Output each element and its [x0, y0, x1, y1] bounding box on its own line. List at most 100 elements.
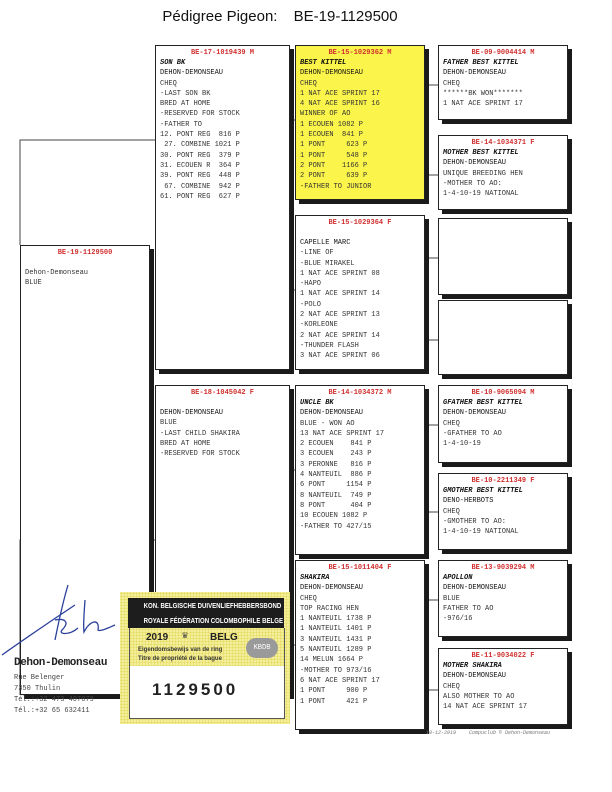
pigeon-info-line: DEHON-DEMONSEAU [443, 69, 507, 78]
signature [1, 584, 116, 656]
spacer [160, 398, 285, 408]
pigeon-info-line: BLUE [25, 279, 42, 288]
pigeon-info-line: -FATHER TO [160, 120, 203, 129]
pigeon-info-line: CHEQ [160, 79, 177, 88]
pigeon-info-line: DEHON-DEMONSEAU [443, 584, 507, 593]
pigeon-info-line: 10 ECOUEN 1082 P [300, 512, 368, 521]
stamp-text-fr: Titre de propriété de la bague [138, 656, 222, 662]
pigeon-info-line: -BLUE MIRAKEL [300, 259, 355, 268]
pigeon-info-line: 1 ECOUEN 1082 P [300, 120, 364, 129]
pigeon-info-line: 2 NAT ACE SPRINT 14 [300, 331, 380, 340]
pigeon-info-line: -POLO [300, 300, 322, 309]
pigeon-info-line: CHEQ [443, 79, 460, 88]
pigeon-info-line: 1 PONT 548 P [300, 151, 368, 160]
ring-number: BE-18-1045042 F [190, 389, 254, 397]
pigeon-info-line: 3 ECOUEN 243 P [300, 450, 372, 459]
spacer [300, 228, 420, 238]
pigeon-info-line: DENO-HERBOTS [443, 497, 494, 506]
pigeon-info-line: -MOTHER TO 973/16 [300, 666, 372, 675]
pigeon-info-line: 2 ECOUEN 841 P [300, 440, 372, 449]
pigeon-info-line: 14 MELUN 1664 P [300, 656, 364, 665]
pigeon-info-line: -FATHER TO 427/15 [300, 522, 372, 531]
title-ring: BE-19-1129500 [293, 8, 398, 25]
pigeon-info-line: 6 PONT 1154 P [300, 481, 372, 490]
ring-number: BE-15-1029362 M [328, 49, 392, 57]
pigeon-info-line: 3 NANTEUIL 1431 P [300, 635, 372, 644]
stamp-line-2: ROYALE FÉDÉRATION COLOMBOPHILE BELGE [143, 616, 283, 625]
pigeon-info-line: 1-4-10-19 NATIONAL [443, 190, 519, 199]
pigeon-info-line: CHEQ [443, 419, 460, 428]
pigeon-info-line: ******BK WON******* [443, 89, 523, 98]
footer: 19-12-2019 Compuclub © Dehon-Demonseau [426, 730, 560, 736]
breeder-name: Dehon-Demonseau [14, 657, 108, 669]
pigeon-info-line: 31. ECOUEN R 364 P [160, 161, 240, 170]
title-label: Pédigree Pigeon: [162, 8, 278, 25]
pigeon-info-line: BLUE [443, 594, 460, 603]
breeder-address: Dehon-Demonseau Rue Belenger 7350 Thulin… [14, 658, 107, 717]
pigeon-info-line: 2 PONT 639 P [300, 172, 368, 181]
stamp-body: 2019 ♛ BELG Eigendomsbewijs van de ring … [129, 628, 285, 719]
pigeon-name: MOTHER SHAKIRA [443, 662, 502, 670]
pigeon-info-line: 8 NANTEUIL 749 P [300, 491, 372, 500]
pigeon-info-line: -FATHER TO JUNIOR [300, 182, 372, 191]
pigeon-info-line: -GMOTHER TO AO: [443, 517, 507, 526]
pedigree-box-empty [438, 218, 568, 295]
ring-number: BE-15-1011404 F [328, 564, 392, 572]
ring-number: BE-17-1019439 M [190, 49, 254, 57]
pigeon-info-line: -KORLEONE [300, 321, 338, 330]
pigeon-info-line: BLUE [160, 419, 177, 428]
pigeon-info-line: -THUNDER FLASH [300, 341, 359, 350]
pigeon-info-line: 30. PONT REG 379 P [160, 151, 240, 160]
pigeon-name: SHAKIRA [300, 574, 330, 582]
breeder-phone-2: Tél.:+32 65 632411 [14, 707, 90, 715]
page-title: Pédigree Pigeon: BE-19-1129500 [0, 8, 560, 25]
pigeon-info-line: 1 NAT ACE SPRINT 17 [300, 89, 380, 98]
stamp-ring-area: 1129500 [130, 666, 284, 718]
pigeon-info-line: 3 PERONNE 816 P [300, 460, 372, 469]
pigeon-info-line: 4 NANTEUIL 886 P [300, 471, 372, 480]
pigeon-name: GFATHER BEST KITTEL [443, 399, 523, 407]
pigeon-info-line: DEHON-DEMONSEAU [300, 584, 364, 593]
pigeon-info-line: -LINE OF [300, 249, 334, 258]
pigeon-info-line: 2 PONT 1166 P [300, 161, 368, 170]
pigeon-info-line: 1-4-10-19 NATIONAL [443, 528, 519, 537]
pedigree-box-empty [438, 300, 568, 375]
crown-icon: ♛ [182, 631, 189, 642]
pigeon-info-line: DEHON-DEMONSEAU [300, 69, 364, 78]
ring-number: BE-14-1034371 F [471, 139, 535, 147]
pigeon-info-line: 14 NAT ACE SPRINT 17 [443, 703, 528, 712]
pigeon-info-line: 6 NAT ACE SPRINT 17 [300, 676, 380, 685]
pigeon-info-line: 1 NAT ACE SPRINT 17 [443, 100, 523, 109]
pigeon-info-line: BRED AT HOME [160, 100, 211, 109]
pigeon-info-line: CHEQ [300, 79, 317, 88]
pigeon-info-line: CHEQ [300, 594, 317, 603]
pigeon-info-line: DEHON-DEMONSEAU [443, 672, 507, 681]
pigeon-info-line: 67. COMBINE 942 P [160, 182, 240, 191]
pigeon-name: MOTHER BEST KITTEL [443, 149, 519, 157]
ring-number: BE-11-9034022 F [471, 652, 535, 660]
pigeon-info-line: 1 PONT 900 P [300, 687, 368, 696]
pigeon-info-line: -976/16 [443, 615, 473, 624]
pigeon-info-line: DEHON-DEMONSEAU [160, 409, 224, 417]
pigeon-info-line: 4 NAT ACE SPRINT 16 [300, 100, 380, 109]
stamp-line-1: KON. BELGISCHE DUIVENLIEFHEBBERSBOND [143, 601, 282, 610]
pigeon-info-line: 1 PONT 623 P [300, 141, 368, 150]
pigeon-info-line: -HAPO [300, 280, 322, 289]
ring-number: BE-19-1129500 [57, 249, 113, 257]
stamp-header: KON. BELGISCHE DUIVENLIEFHEBBERSBOND ROY… [128, 598, 284, 628]
pigeon-info-line: 5 NANTEUIL 1289 P [300, 646, 372, 655]
pigeon-info-line: -RESERVED FOR STOCK [160, 450, 240, 459]
ring-number: BE-10-2211349 F [471, 477, 535, 485]
pigeon-info-line: 61. PONT REG 627 P [160, 192, 240, 201]
ring-number: BE-09-9004414 M [471, 49, 535, 57]
pigeon-info-line: 8 PONT 404 P [300, 501, 372, 510]
pigeon-info-line: 39. PONT REG 448 P [160, 172, 240, 181]
pigeon-info-line: 1 PONT 421 P [300, 697, 368, 706]
